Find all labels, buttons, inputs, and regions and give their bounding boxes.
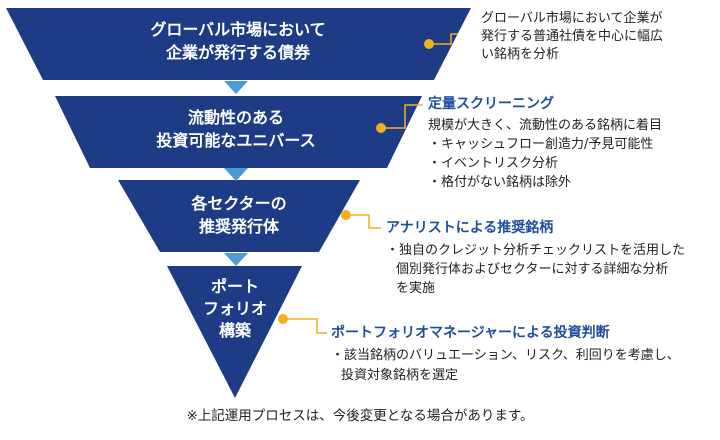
note-4-line-1: ・該当銘柄のバリュエーション、リスク、利回りを考慮し、 xyxy=(331,348,680,363)
connector-dot-1 xyxy=(424,39,434,49)
stage-4-line-2: フォリオ xyxy=(202,299,267,318)
note-2-title: 定量スクリーニング xyxy=(428,96,554,112)
connector-line-1 xyxy=(429,33,458,45)
stage-2-line-1: 流動性のある xyxy=(187,108,284,127)
stage-2-label: 流動性のある 投資可能なユニバース xyxy=(96,106,376,152)
footnote: ※上記運用プロセスは、今後変更となる場合があります。 xyxy=(186,408,534,424)
stage-4-line-3: 構築 xyxy=(218,321,251,340)
stage-4-label: ポート フォリオ 構築 xyxy=(185,276,285,342)
note-2-line-1: 規模が大きく、流動性のある銘柄に着目 xyxy=(428,118,663,133)
note-2-line-3: ・イベントリスク分析 xyxy=(428,156,559,171)
stage-3-label: 各セクターの 推奨発行体 xyxy=(139,192,339,238)
connector-line-2 xyxy=(381,104,423,129)
stage-1-label: グローバル市場において 企業が発行する債券 xyxy=(88,18,388,64)
down-arrow-3 xyxy=(224,253,248,266)
funnel-stage-1 xyxy=(6,8,471,80)
stage-2-line-2: 投資可能なユニバース xyxy=(156,131,316,150)
funnel-stage-3 xyxy=(118,180,360,252)
note-1-line-1: グローバル市場において企業が xyxy=(481,11,663,26)
note-3-line-3: を実施 xyxy=(396,281,436,296)
note-1-line-3: い銘柄を分析 xyxy=(481,47,560,62)
down-arrow-2 xyxy=(224,168,248,181)
funnel-stage-4 xyxy=(167,266,302,398)
note-2-line-4: ・格付がない銘柄は除外 xyxy=(428,175,572,190)
note-3-line-2: 個別発行体およびセクターに対する詳細な分析 xyxy=(396,262,669,277)
note-1-line-2: 発行する普通社債を中心に幅広 xyxy=(481,29,664,44)
connector-dot-4 xyxy=(278,314,288,324)
connector-dot-2 xyxy=(376,123,386,133)
connector-line-4 xyxy=(283,318,327,334)
note-3-title: アナリストによる推奨銘柄 xyxy=(386,220,554,236)
stage-3-line-1: 各セクターの xyxy=(191,194,287,213)
note-3-line-1: ・独自のクレジット分析チェックリストを活用した xyxy=(386,243,686,258)
stage-1-line-2: 企業が発行する債券 xyxy=(165,43,310,62)
connector-dot-3 xyxy=(341,210,351,220)
connector-line-3 xyxy=(346,214,381,229)
stage-1-line-1: グローバル市場において xyxy=(150,20,326,39)
note-4-title: ポートフォリオマネージャーによる投資判断 xyxy=(331,325,610,341)
note-4-line-2: 投資対象銘柄を選定 xyxy=(341,368,459,383)
stage-3-line-2: 推奨発行体 xyxy=(198,217,279,236)
stage-4-line-1: ポート xyxy=(210,277,259,296)
note-2-line-2: ・キャッシュフロー創造力/予見可能性 xyxy=(428,137,654,152)
funnel-stage-2 xyxy=(55,96,422,168)
down-arrow-1 xyxy=(224,81,248,94)
